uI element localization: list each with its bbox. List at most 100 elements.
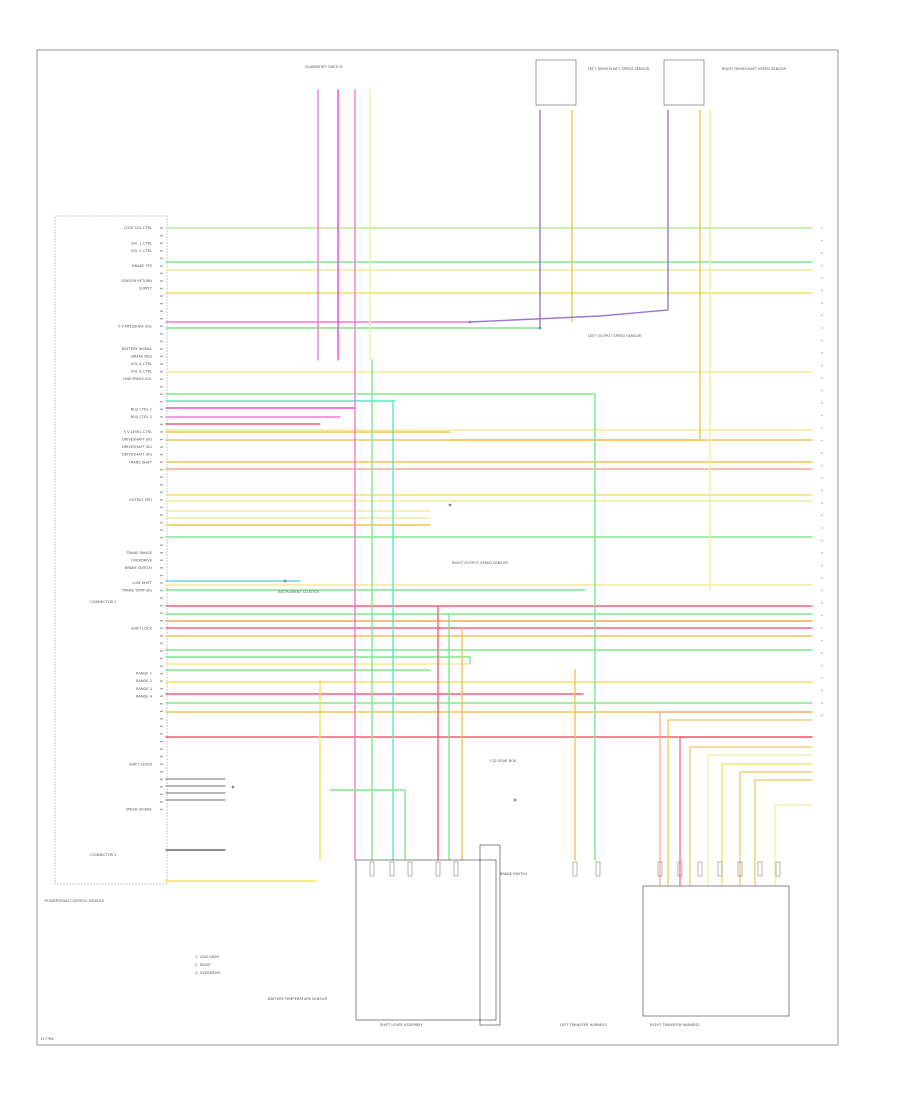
pcm-pin-stub: [160, 755, 163, 758]
terminal-mark: [821, 239, 823, 242]
pcm-pin-stub: [160, 733, 163, 735]
terminal-mark: [821, 302, 823, 304]
right-driveshaft-label: RIGHT DRIVESHAFT SPEED SENSOR: [722, 67, 786, 71]
pcm-pin-stub: [160, 431, 163, 433]
terminal-mark: [821, 314, 823, 317]
pcm-pin-stub: [160, 544, 163, 546]
pcm-pin-label: OVERDRIVE: [131, 558, 153, 562]
pcm-pin-stub: [160, 423, 163, 426]
pcm-pin-stub: [160, 808, 163, 811]
pcm-pin-label: 5 V LEVEL CTRL: [124, 430, 152, 434]
connector-pin: [453, 861, 459, 877]
connector-group: [231, 227, 823, 877]
pcm-pin-stub: [160, 778, 163, 780]
tccs-connector-1: CONNECTOR 1: [90, 600, 116, 604]
pcm-pin-stub: [160, 469, 163, 471]
connector-pin: [389, 861, 395, 877]
pcm-pin-stub: [160, 589, 163, 592]
pcm-pin-stub: [160, 476, 163, 478]
terminal-mark: [821, 577, 823, 579]
wire: [450, 110, 701, 441]
pcm-pin-label: SENSOR RETURN: [121, 279, 152, 283]
pcm-pin-stub: [160, 446, 163, 448]
pcm-pin-stub: [160, 529, 163, 531]
left-output-label: LEFT OUTPUT SPEED SENSOR: [588, 334, 642, 338]
terminal-mark: [821, 227, 823, 229]
pcm-pin-stub: [160, 438, 163, 441]
terminal-mark: [821, 439, 823, 442]
pcm-pin-stub: [160, 672, 163, 675]
pcm-pin-label: SUPPLY: [139, 287, 153, 291]
splice-dot: [468, 320, 472, 324]
pcm-pin-label: SOL 2 CTRL: [131, 249, 152, 253]
pcm-pin-stub: [160, 786, 163, 788]
pcm-pin-label: DRIVESHAFT SIG: [122, 438, 152, 442]
pcm-pin-stub: [160, 650, 163, 652]
pcm-pin-stub: [160, 642, 163, 645]
pcm-pin-label: BRAKE REQ: [131, 355, 152, 359]
pcm-pin-stub: [160, 325, 163, 327]
pcm-pin-label: RANGE 3: [136, 687, 152, 691]
pcm-pin-label: RANGE 4: [136, 694, 153, 698]
pcm-pin-label: BRAKE TPS: [132, 264, 152, 268]
pcm-pin-stub: [160, 506, 163, 509]
pcm-pin-stub: [160, 604, 163, 607]
connector-pin: [737, 861, 743, 877]
wire-group: [165, 89, 813, 886]
pcm-pin-stub: [160, 552, 163, 554]
cd-gear-label: C/D GEAR BOX: [490, 759, 517, 763]
pcm-pin-stub: [160, 318, 163, 320]
pcm-pin-stub: [160, 521, 163, 524]
downshift-switch-label: DOWNSHIFT SWITCH: [305, 65, 343, 69]
pcm-pin-stub: [160, 514, 163, 516]
pcm-pin-stub: [160, 748, 163, 750]
connector-pin: [757, 861, 763, 877]
terminal-mark: [821, 339, 823, 342]
cluster-label: INSTRUMENT CLUSTER: [278, 590, 319, 594]
terminal-mark: [821, 464, 823, 467]
diagram-frame: [36, 49, 839, 1046]
shift-lever-label: SHIFT LEVER ASSEMBLY: [380, 1023, 423, 1027]
pcm-pin-stub: [160, 401, 163, 403]
terminal-mark: [821, 539, 823, 542]
pcm-pin-label: SPEED SIGNAL: [126, 808, 152, 812]
pcm-pin-stub: [160, 295, 163, 297]
pcm-pin-label: 5 V PRESSURE SOL: [118, 324, 152, 328]
pcm-pin-stub: [160, 763, 163, 765]
terminal-mark: [821, 389, 823, 392]
pcm-pin-stub: [160, 287, 163, 290]
pcm-pin-label: SOL B CTRL: [131, 370, 152, 374]
left-sensor-box: [535, 59, 577, 106]
pcm-pin-stub: [160, 725, 163, 728]
pcm-pin-label: RANGE 1: [136, 672, 152, 676]
pcm-pin-stub: [160, 597, 163, 599]
pcm-pin-label: SOL 1 CTRL: [131, 241, 152, 245]
pcm-label: POWERTRAIN CONTROL MODULE: [45, 899, 105, 903]
terminal-mark: [821, 264, 823, 267]
pcm-pin-stub: [160, 272, 163, 275]
pcm-pin-stub: [160, 695, 163, 697]
connector-pin: [435, 861, 441, 877]
pcm-pin-label: TRANS RANGE: [125, 551, 152, 555]
connector-pin: [717, 861, 723, 877]
pcm-pin-label: BATTERY SIGNAL: [122, 347, 152, 351]
legend-item-1: 1. LOW GEAR: [195, 955, 219, 959]
pcm-pin-stub: [160, 718, 163, 720]
pcm-pin-label: SHIFT LOCK: [131, 626, 153, 630]
pcm-pin-stub: [160, 793, 163, 796]
pcm-pin-stub: [160, 499, 163, 501]
pcm-pin-label: SHIFT LEVER: [129, 762, 152, 766]
pcm-pin-label: SOL A CTRL: [131, 362, 152, 366]
splice-dot: [538, 326, 542, 330]
pcm-pin-stub: [160, 612, 163, 614]
wire: [469, 110, 669, 323]
brake-switch-label: BRAKE SWITCH: [500, 872, 527, 876]
pcm-pin-stub: [160, 393, 163, 395]
pcm-pin-stub: [160, 416, 163, 418]
pcm-pin-stub: [160, 280, 163, 282]
terminal-mark: [821, 552, 823, 554]
terminal-mark: [821, 564, 823, 567]
terminal-mark: [821, 589, 823, 592]
